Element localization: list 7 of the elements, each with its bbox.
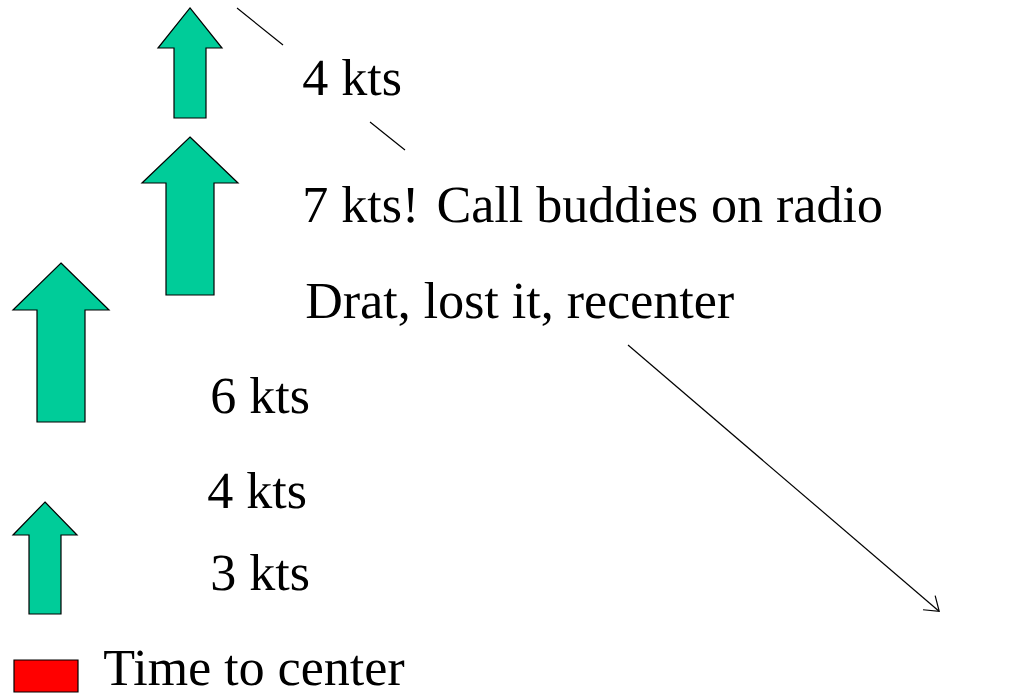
speed-label: 6 kts [212,376,309,414]
speed-label: Drat, lost it, recenter [306,281,734,326]
legend-label: Time to center [104,650,405,686]
speed-label: 4 kts [208,471,306,509]
speed-label: 3 kts [212,553,309,591]
speed-label: 4 kts [303,58,401,96]
speed-label: 7 kts! Call buddies on radio [305,185,881,223]
